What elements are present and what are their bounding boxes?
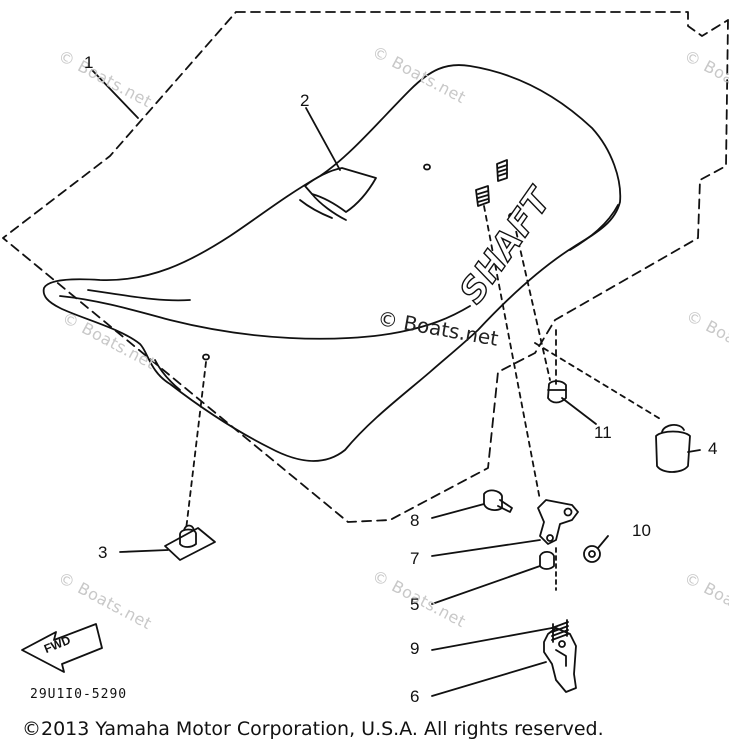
- fwd-arrow: [21, 623, 103, 673]
- part-code: 29U1I0-5290: [30, 687, 128, 702]
- callout-10: 10: [632, 521, 651, 540]
- callout-3: 3: [98, 543, 108, 562]
- callout-8: 8: [410, 511, 420, 530]
- seat-strap: [304, 167, 377, 213]
- assembly-boundary: [2, 11, 729, 523]
- callout-6: 6: [410, 687, 420, 706]
- callout-7: 7: [410, 549, 420, 568]
- callout-1: 1: [84, 53, 94, 72]
- copyright-text: ©2013 Yamaha Motor Corporation, U.S.A. A…: [22, 718, 604, 740]
- callout-9: 9: [410, 639, 420, 658]
- callout-5: 5: [410, 595, 420, 614]
- callout-11: 11: [594, 423, 612, 442]
- seat-outline: [42, 64, 622, 462]
- callout-4: 4: [708, 439, 718, 458]
- callout-2: 2: [300, 91, 310, 110]
